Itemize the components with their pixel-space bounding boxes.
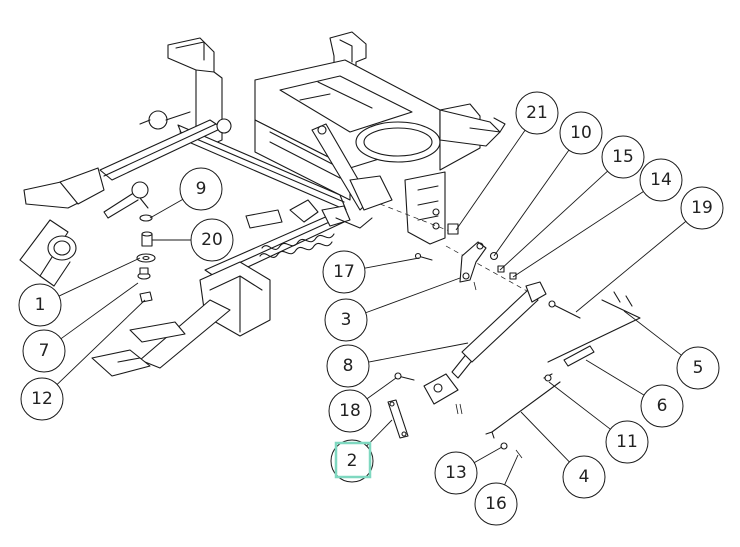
leader-line-19	[575, 221, 687, 313]
leader-line-7	[60, 282, 139, 340]
callout-number: 1	[35, 295, 46, 315]
leader-line-3	[365, 277, 461, 314]
callout-circle	[20, 377, 64, 421]
callout-number: 7	[39, 341, 50, 361]
leader-line-14	[512, 191, 644, 278]
callout-circle	[515, 91, 559, 135]
callout-13: 13	[434, 451, 478, 495]
callout-circle	[18, 283, 62, 327]
leader-line-15	[499, 170, 608, 271]
callout-circle	[676, 346, 720, 390]
leader-line-8	[368, 342, 469, 363]
callout-21: 21	[515, 91, 559, 135]
callout-number: 6	[657, 396, 668, 416]
callout-number: 9	[196, 179, 207, 199]
leader-line-1	[58, 257, 141, 297]
callout-circle	[22, 329, 66, 373]
callout-circle	[326, 344, 370, 388]
callout-number: 10	[570, 123, 592, 143]
callout-9: 9	[179, 167, 223, 211]
callout-circle	[322, 250, 366, 294]
leader-line-12	[56, 299, 146, 385]
callout-number: 4	[579, 467, 590, 487]
callout-5: 5	[676, 346, 720, 390]
callout-number: 12	[31, 389, 53, 409]
callout-1: 1	[18, 283, 62, 327]
leader-line-5	[623, 310, 682, 356]
callout-circle	[190, 218, 234, 262]
callout-18: 18	[328, 389, 372, 433]
callout-2: 2	[330, 439, 374, 483]
callout-circle	[601, 135, 645, 179]
callout-16: 16	[474, 482, 518, 526]
callout-3: 3	[324, 298, 368, 342]
callout-number: 20	[201, 230, 223, 250]
callout-8: 8	[326, 344, 370, 388]
leader-line-13	[474, 446, 503, 464]
callout-number: 2	[347, 451, 358, 471]
leader-line-11	[548, 381, 611, 430]
leader-line-4	[520, 411, 570, 463]
callout-20: 20	[190, 218, 234, 262]
callout-number: 3	[341, 310, 352, 330]
callout-number: 16	[485, 494, 507, 514]
frame-assembly	[19, 31, 537, 377]
callout-number: 5	[693, 358, 704, 378]
callout-number: 8	[343, 356, 354, 376]
callout-number: 17	[333, 262, 355, 282]
leader-line-21	[455, 130, 526, 231]
callout-number: 21	[526, 103, 548, 123]
callout-11: 11	[605, 420, 649, 464]
callout-number: 18	[339, 401, 361, 421]
callout-circle	[474, 482, 518, 526]
leader-line-2	[366, 419, 393, 447]
callout-number: 11	[616, 432, 638, 452]
leader-line-10	[493, 149, 570, 257]
callout-circle	[434, 451, 478, 495]
callout-15: 15	[601, 135, 645, 179]
callout-number: 13	[445, 463, 467, 483]
callout-circle	[324, 298, 368, 342]
callout-circle	[562, 455, 606, 499]
callout-circle	[680, 186, 724, 230]
callout-number: 15	[612, 147, 634, 167]
leader-lines	[56, 130, 687, 486]
callout-circle	[330, 439, 374, 483]
leader-line-6	[585, 359, 645, 396]
callout-circle	[639, 158, 683, 202]
leader-line-17	[364, 257, 420, 269]
callout-17: 17	[322, 250, 366, 294]
callout-7: 7	[22, 329, 66, 373]
callout-number: 14	[650, 170, 672, 190]
callout-12: 12	[20, 377, 64, 421]
exploded-parts	[136, 214, 641, 459]
callout-circle	[328, 389, 372, 433]
callout-10: 10	[559, 111, 603, 155]
callout-circle	[640, 384, 684, 428]
callout-circle	[179, 167, 223, 211]
callout-circle	[605, 420, 649, 464]
callout-6: 6	[640, 384, 684, 428]
callout-number: 19	[691, 198, 713, 218]
leader-line-18	[366, 377, 397, 400]
leader-line-9	[149, 198, 183, 219]
callout-19: 19	[680, 186, 724, 230]
callout-4: 4	[562, 455, 606, 499]
leader-line-16	[504, 454, 519, 486]
highlight-box	[334, 441, 372, 479]
callout-14: 14	[639, 158, 683, 202]
callout-circle	[559, 111, 603, 155]
